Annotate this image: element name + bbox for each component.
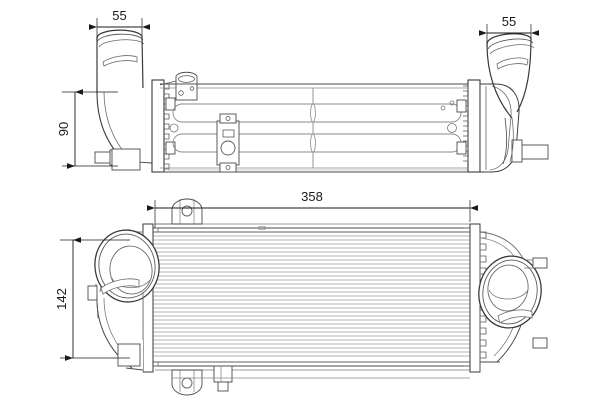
top-view-left-tank <box>94 88 153 171</box>
core-fins <box>152 235 470 357</box>
front-view-core <box>151 223 471 371</box>
dim-label-90: 90 <box>56 122 71 136</box>
top-view-right-header <box>456 79 481 173</box>
top-view-dimensions: 55 55 90 <box>56 8 539 169</box>
top-view-bracket-center <box>216 113 240 173</box>
front-view-right-port <box>478 231 548 372</box>
front-view-left-port <box>87 229 160 372</box>
dim-55-right: 55 <box>479 14 539 46</box>
dim-label-142: 142 <box>54 288 69 310</box>
top-view-right-port <box>479 33 549 173</box>
top-view-bracket-left <box>159 71 198 101</box>
front-view <box>87 198 548 396</box>
dim-label-55-left: 55 <box>112 8 126 23</box>
dim-358: 358 <box>147 189 478 228</box>
dim-55-left: 55 <box>89 8 150 40</box>
dim-90: 90 <box>56 89 118 169</box>
dim-142: 142 <box>54 237 130 361</box>
front-view-dimensions: 358 142 <box>54 189 478 361</box>
dim-label-55-right: 55 <box>502 14 516 29</box>
front-view-mount-tab-bottom <box>171 369 203 396</box>
top-view-left-header <box>151 79 176 173</box>
top-view <box>94 29 549 173</box>
dim-label-358: 358 <box>301 189 323 204</box>
